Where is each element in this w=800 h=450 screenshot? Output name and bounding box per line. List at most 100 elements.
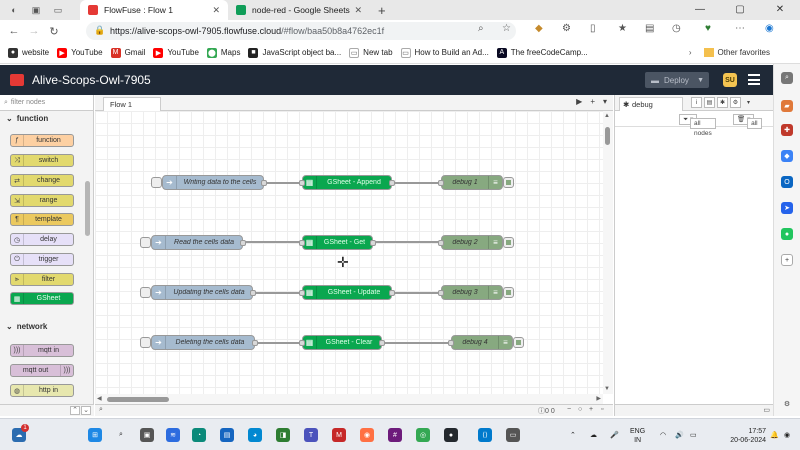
- vscode-icon[interactable]: ⟨⟩: [478, 428, 492, 442]
- flow-list-icon[interactable]: ▾: [602, 97, 607, 106]
- user-avatar[interactable]: SU: [723, 73, 737, 87]
- wifi-icon[interactable]: ◠: [660, 432, 667, 439]
- gsheet-node-update[interactable]: ▦ GSheet - Update: [299, 285, 395, 300]
- gsheet-node-get[interactable]: ▦ GSheet - Get: [299, 235, 376, 250]
- output-port[interactable]: [240, 240, 246, 246]
- scroll-left-icon[interactable]: ◀: [97, 396, 102, 402]
- info-icon[interactable]: i: [691, 97, 702, 108]
- debug-toggle-button[interactable]: [503, 177, 514, 188]
- scroll-down-icon[interactable]: ▼: [604, 386, 610, 392]
- sidebar-dropdown-icon[interactable]: ▾: [746, 100, 750, 106]
- edge-browser-icon[interactable]: ◔: [192, 428, 206, 442]
- debug-node-2[interactable]: debug 2 ≡: [438, 235, 514, 250]
- store-icon[interactable]: ▤: [220, 428, 234, 442]
- zoom-in-icon[interactable]: +: [589, 406, 594, 413]
- browser-tab-flowfuse[interactable]: FlowFuse : Flow 1 ✕: [80, 0, 228, 20]
- deploy-button[interactable]: ▬ Deploy ▼: [645, 72, 709, 88]
- status-counts[interactable]: ⓘ0 0: [538, 408, 555, 415]
- send-icon[interactable]: ➤: [781, 202, 793, 214]
- output-port[interactable]: [252, 340, 258, 346]
- input-port[interactable]: [299, 240, 305, 246]
- debug-node-1[interactable]: debug 1 ≡: [438, 175, 514, 190]
- gsheet-node-append[interactable]: ▦ GSheet - Append: [299, 175, 395, 190]
- tab-actions-icon[interactable]: ▭: [53, 4, 63, 15]
- close-tab-icon[interactable]: ✕: [354, 4, 362, 15]
- output-port[interactable]: [389, 180, 395, 186]
- palette-node-gsheet[interactable]: ▦GSheet: [10, 292, 74, 305]
- debug-bug-icon[interactable]: ✱: [717, 97, 728, 108]
- scroll-up-icon[interactable]: ▲: [604, 113, 610, 119]
- tools-icon[interactable]: ✚: [781, 124, 793, 136]
- input-port[interactable]: [438, 290, 444, 296]
- browser-tab-sheets[interactable]: node-red - Google Sheets ✕: [228, 0, 370, 20]
- help-book-icon[interactable]: ▤: [704, 97, 715, 108]
- extensions-icon[interactable]: ⚙: [562, 23, 571, 34]
- battery-icon[interactable]: ▭: [690, 432, 697, 439]
- inject-node-read[interactable]: ➔ Read the cells data: [140, 235, 246, 250]
- deploy-dropdown-icon[interactable]: ▼: [697, 76, 704, 84]
- tab-scroll-right-icon[interactable]: ▶: [576, 97, 583, 106]
- palette-node-template[interactable]: ¶template: [10, 213, 74, 226]
- chrome-icon[interactable]: ◎: [416, 428, 430, 442]
- chrome-variant-icon[interactable]: ◕: [248, 428, 262, 442]
- debug-node-4[interactable]: debug 4 ≡: [448, 335, 524, 350]
- url-input[interactable]: 🔒 https://alive-scops-owl-7905.flowfuse.…: [86, 22, 516, 40]
- notifications-bell-icon[interactable]: 🔔: [770, 432, 779, 439]
- favorite-star-icon[interactable]: ☆: [502, 23, 511, 34]
- navigator-icon[interactable]: ▫: [601, 406, 604, 413]
- windows-start-icon[interactable]: ⊞: [88, 428, 102, 442]
- reload-icon[interactable]: ↻: [49, 25, 59, 38]
- maximize-icon[interactable]: ▢: [735, 4, 745, 15]
- canvas-vertical-scrollbar[interactable]: ▲ ▼: [603, 111, 613, 394]
- settings-gear-icon[interactable]: ⚙: [783, 401, 791, 408]
- slack-icon[interactable]: #: [388, 428, 402, 442]
- copilot-icon[interactable]: ◉: [765, 23, 774, 34]
- split-screen-icon[interactable]: ▯: [590, 23, 596, 34]
- palette-node-delay[interactable]: ◷delay: [10, 233, 74, 246]
- inject-node-writing[interactable]: ➔ Writing data to the cells: [151, 175, 267, 190]
- inject-button[interactable]: [140, 287, 151, 298]
- menu-dots-icon[interactable]: ⋯: [735, 23, 745, 34]
- bookmark-maps[interactable]: ⬤Maps: [206, 47, 240, 58]
- output-port[interactable]: [389, 290, 395, 296]
- microphone-icon[interactable]: 🎤: [610, 432, 619, 439]
- main-menu-icon[interactable]: [748, 74, 760, 85]
- palette-node-switch[interactable]: ⤨switch: [10, 154, 74, 167]
- output-port[interactable]: [379, 340, 385, 346]
- close-window-icon[interactable]: ✕: [775, 4, 785, 15]
- clear-all-button[interactable]: 🗑 all ▾: [733, 114, 762, 129]
- input-port[interactable]: [448, 340, 454, 346]
- shopping-icon[interactable]: ▰: [781, 100, 793, 112]
- scroll-thumb[interactable]: [107, 397, 169, 402]
- show-hidden-icons-icon[interactable]: ⌃: [570, 432, 576, 439]
- inject-node-delete[interactable]: ➔ Deleting the cells data: [140, 335, 258, 350]
- drop-icon[interactable]: ●: [781, 228, 793, 240]
- profile-icon[interactable]: ◐: [11, 5, 17, 15]
- expand-all-icon[interactable]: ⌄: [81, 406, 91, 415]
- bookmark-build-ad[interactable]: ▭How to Build an Ad...: [400, 47, 489, 58]
- output-port[interactable]: [261, 180, 267, 186]
- bookmark-js-object[interactable]: ■JavaScript object ba...: [248, 47, 341, 58]
- input-port[interactable]: [299, 340, 305, 346]
- browser-essentials-icon[interactable]: ♥: [705, 23, 711, 34]
- volume-icon[interactable]: 🔊: [675, 432, 684, 439]
- filter-all-nodes-button[interactable]: ⏷ all nodes ▾: [679, 114, 716, 137]
- add-flow-icon[interactable]: +: [590, 97, 595, 106]
- inject-button[interactable]: [140, 237, 151, 248]
- add-icon[interactable]: +: [781, 254, 793, 266]
- tab-debug[interactable]: ✱debug: [619, 97, 683, 111]
- debug-toggle-button[interactable]: [503, 287, 514, 298]
- palette-node-change[interactable]: ⇄change: [10, 174, 74, 187]
- github-desktop-icon[interactable]: ●: [444, 428, 458, 442]
- inject-button[interactable]: [140, 337, 151, 348]
- debug-toggle-button[interactable]: [503, 237, 514, 248]
- other-favorites[interactable]: ›Other favorites: [689, 48, 770, 57]
- category-network[interactable]: ⌄network: [0, 319, 47, 333]
- search-icon[interactable]: ⌕: [99, 406, 103, 413]
- close-tab-icon[interactable]: ✕: [212, 4, 220, 15]
- chevron-right-icon[interactable]: ›: [688, 48, 692, 57]
- copilot-icon[interactable]: ◉: [784, 432, 791, 439]
- palette-node-mqtt-out[interactable]: mqtt out))): [10, 364, 74, 377]
